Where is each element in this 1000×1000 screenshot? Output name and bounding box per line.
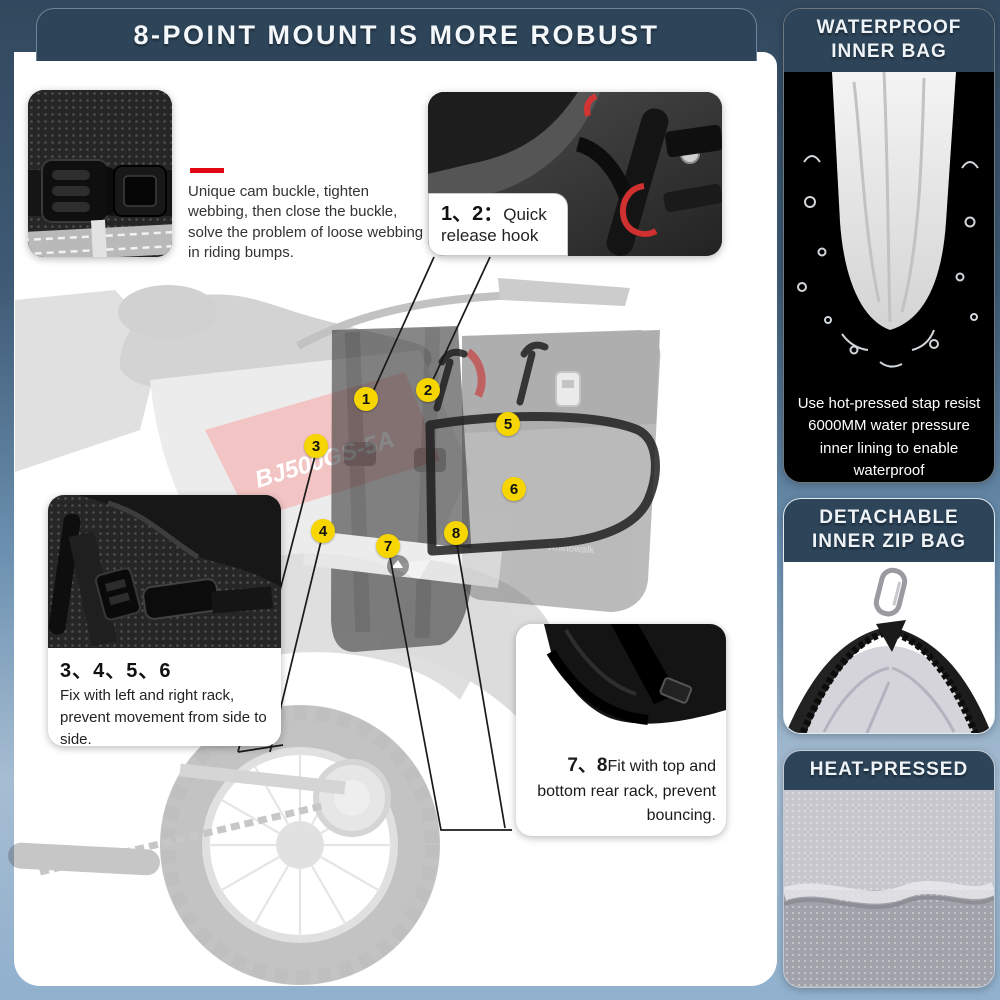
zip-bag-panel: DETACHABLE INNER ZIP BAG	[783, 498, 995, 734]
quick-release-numbers: 1、2：	[441, 202, 504, 225]
mount-point-marker-1: 1	[354, 387, 378, 411]
mount-point-marker-8: 8	[444, 521, 468, 545]
quick-release-photo: 1、2：Quick release hook	[428, 92, 722, 256]
bottom-fix-numbers: 7、8	[567, 754, 608, 776]
cam-buckle-note: Unique cam buckle, tighten webbing, then…	[188, 183, 424, 261]
waterproof-title: WATERPROOF INNER BAG	[784, 9, 994, 72]
zip-bag-title: DETACHABLE INNER ZIP BAG	[784, 499, 994, 562]
cam-buckle-photo	[28, 90, 172, 257]
bottom-fix-text: Fit with top and bottom rear rack, preve…	[537, 757, 716, 825]
bottom-fix-callout: 7、8Fit with top and bottom rear rack, pr…	[516, 624, 726, 836]
quick-release-text: Quick release hook	[441, 204, 547, 245]
mount-point-marker-7: 7	[376, 534, 400, 558]
waterproof-image	[784, 71, 994, 382]
accent-dash	[190, 168, 224, 173]
quick-release-image	[428, 92, 722, 256]
zip-bag-image	[784, 561, 994, 733]
bottom-fix-caption: 7、8Fit with top and bottom rear rack, pr…	[522, 752, 716, 829]
mount-point-marker-3: 3	[304, 434, 328, 458]
heat-pressed-panel: HEAT-PRESSED	[783, 750, 995, 988]
heat-pressed-image	[784, 789, 994, 986]
side-fix-numbers: 3、4、5、6	[60, 660, 172, 682]
waterproof-description: Use hot-pressed stap resist 6000MM water…	[797, 394, 981, 480]
mount-point-marker-5: 5	[496, 412, 520, 436]
side-fix-callout: 3、4、5、6 Fix with left and right rack, pr…	[48, 495, 281, 746]
cam-buckle-image	[28, 90, 172, 257]
quick-release-label: 1、2：Quick release hook	[428, 192, 568, 256]
side-fix-image	[48, 495, 281, 648]
heat-pressed-title: HEAT-PRESSED	[784, 751, 994, 790]
banner-title: 8-POINT MOUNT IS MORE ROBUST	[133, 19, 660, 50]
mount-point-marker-2: 2	[416, 378, 440, 402]
side-fix-text: Fix with left and right rack, prevent mo…	[60, 687, 267, 746]
banner: 8-POINT MOUNT IS MORE ROBUST	[36, 8, 757, 61]
waterproof-panel: WATERPROOF INNER BAG Use hot-pressed sta…	[783, 8, 995, 483]
side-fix-caption: 3、4、5、6 Fix with left and right rack, pr…	[48, 648, 281, 746]
mount-point-marker-4: 4	[311, 519, 335, 543]
bottom-fix-image	[516, 624, 726, 746]
mount-point-marker-6: 6	[502, 477, 526, 501]
